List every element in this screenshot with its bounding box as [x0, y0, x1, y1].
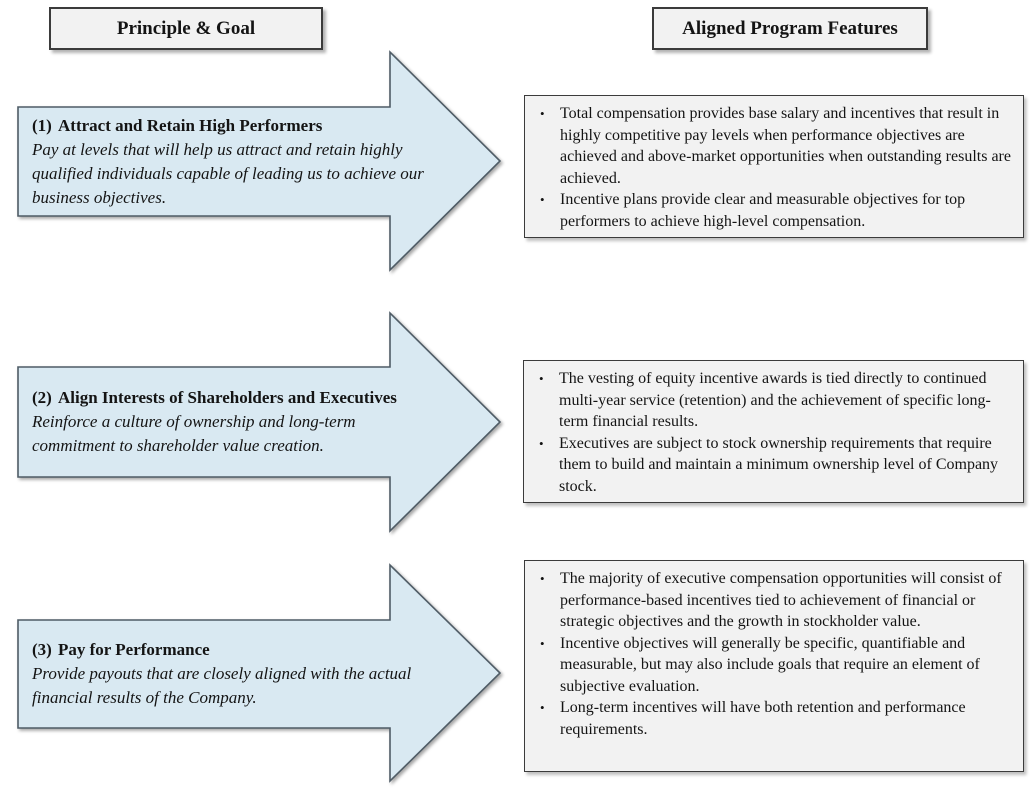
principle-goal-text: Pay at levels that will help us attract … [32, 139, 424, 207]
principle-number: (2) [32, 388, 52, 407]
bullet-icon: • [540, 635, 545, 651]
principle-goal-text: Reinforce a culture of ownership and lon… [32, 412, 356, 455]
feature-item: • Executives are subject to stock owners… [537, 433, 1013, 498]
bullet-icon: • [540, 192, 545, 207]
bullet-icon: • [539, 435, 544, 451]
bullet-icon: • [540, 700, 545, 715]
feature-text: Long-term incentives will have both rete… [560, 699, 966, 738]
feature-item: • The vesting of equity incentive awards… [537, 368, 1013, 433]
feature-item: • Incentive objectives will generally be… [538, 633, 1013, 698]
features-box-1: • Total compensation provides base salar… [524, 95, 1024, 238]
principle-title-text: Align Interests of Shareholders and Exec… [58, 388, 397, 407]
principle-title: (2) Align Interests of Shareholders and E… [32, 386, 487, 410]
features-box-3: • The majority of executive compensation… [524, 560, 1024, 772]
principle-arrow-3 [17, 563, 502, 783]
feature-item: • Total compensation provides base salar… [538, 103, 1013, 189]
principle-arrow-1 [17, 50, 502, 272]
column-header-aligned-program-features: Aligned Program Features [652, 7, 928, 50]
principle-number: (1) [32, 115, 52, 135]
feature-text: Executives are subject to stock ownershi… [559, 434, 999, 495]
feature-item: • Incentive plans provide clear and meas… [538, 189, 1013, 232]
bullet-icon: • [540, 571, 545, 586]
feature-text: Incentive objectives will generally be s… [560, 634, 980, 695]
column-header-principle-goal: Principle & Goal [49, 7, 323, 50]
feature-item: • Long-term incentives will have both re… [538, 697, 1013, 740]
principle-block-2: (2) Align Interests of Shareholders and E… [32, 367, 487, 477]
bullet-icon: • [539, 371, 544, 386]
principle-arrow-2 [17, 311, 502, 533]
column-header-right-label: Aligned Program Features [682, 17, 898, 39]
principle-title: (3) Pay for Performance [32, 638, 477, 662]
feature-text: Incentive plans provide clear and measur… [560, 191, 966, 230]
principle-title-text: Pay for Performance [58, 640, 210, 659]
bullet-icon: • [540, 106, 545, 121]
principle-block-3: (3) Pay for Performance Provide payouts t… [32, 620, 477, 728]
principle-block-1: (1) Attract and Retain High Performers Pa… [32, 107, 477, 216]
column-header-left-label: Principle & Goal [116, 17, 256, 39]
principle-title-text: Attract and Retain High Performers [58, 115, 323, 135]
feature-text: Total compensation provides base salary … [560, 105, 1011, 187]
feature-item: • The majority of executive compensation… [538, 568, 1013, 633]
feature-text: The vesting of equity incentive awards i… [559, 370, 991, 430]
principle-goal-text: Provide payouts that are closely aligned… [32, 664, 412, 707]
principle-title: (1) Attract and Retain High Performers [32, 114, 477, 138]
features-box-2: • The vesting of equity incentive awards… [523, 360, 1024, 503]
feature-text: The majority of executive compensation o… [560, 570, 1002, 630]
principle-number: (3) [32, 640, 52, 659]
